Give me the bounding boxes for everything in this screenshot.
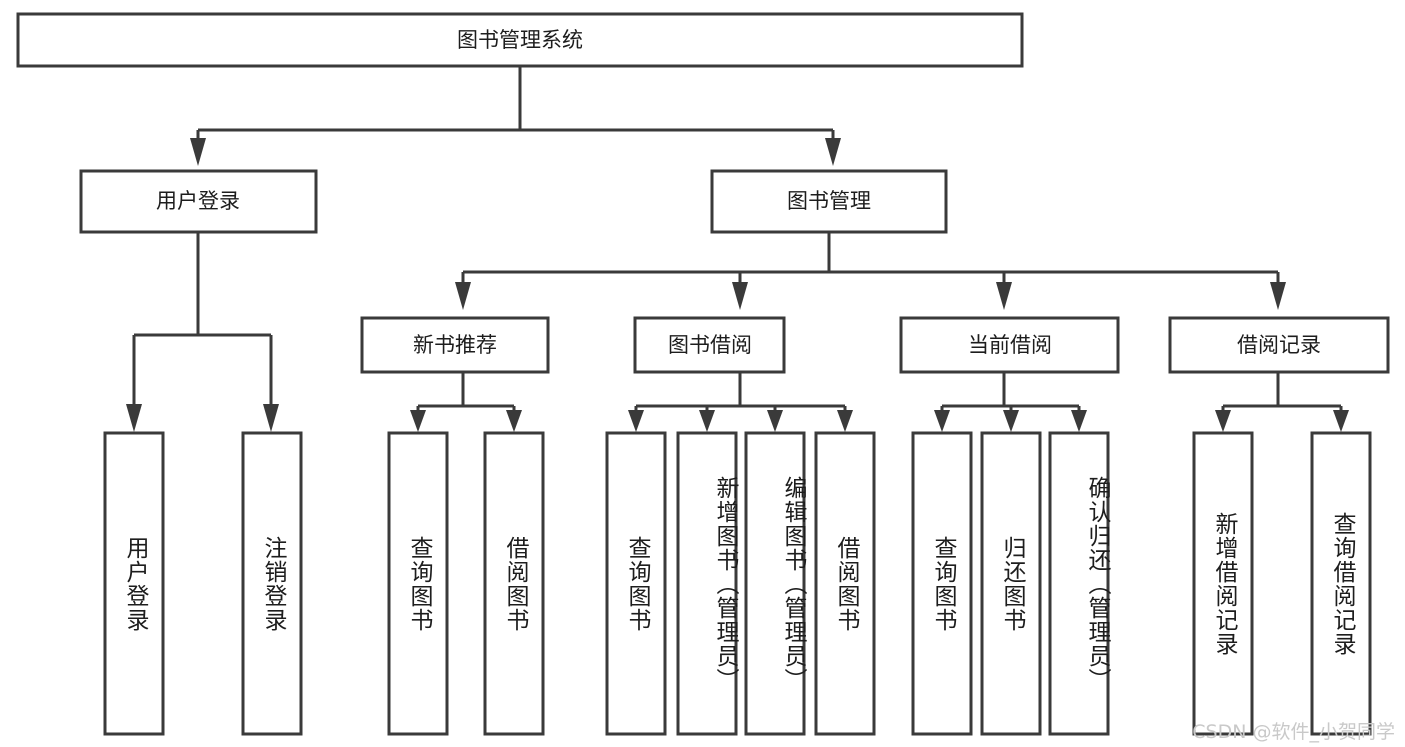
arrow-head-new-book-recommend	[455, 282, 471, 310]
connector-group-book-manage-to-level3	[455, 232, 1286, 310]
node-leaf-edit-book-box[interactable]	[744, 431, 806, 736]
node-leaf-query-book-3-box[interactable]	[911, 431, 973, 736]
node-book-borrow-box[interactable]	[633, 316, 786, 374]
node-root-label: 图书管理系统	[457, 28, 583, 52]
connector-group-user-login-to-leaves	[126, 232, 279, 432]
connector-group-current-borrow-to-leaves	[934, 372, 1087, 432]
arrow-head-leaf-user-login	[126, 404, 142, 432]
node-borrow-record-box[interactable]	[1168, 316, 1390, 374]
arrow-head-leaf-query-book-3	[934, 410, 950, 432]
node-book-borrow-label: 图书借阅	[668, 333, 752, 357]
node-leaf-query-book-1-box[interactable]	[387, 431, 449, 736]
connector-group-borrow-record-to-leaves	[1215, 372, 1349, 432]
node-leaf-add-book-box[interactable]	[676, 431, 738, 736]
arrow-head-leaf-edit-book	[767, 410, 783, 432]
leaf-boxes-group	[103, 431, 1372, 736]
node-leaf-confirm-return-box[interactable]	[1048, 431, 1110, 736]
arrow-head-leaf-add-book	[699, 410, 715, 432]
node-borrow-record-label: 借阅记录	[1237, 333, 1321, 357]
node-root-box[interactable]	[16, 12, 1024, 68]
node-leaf-borrow-book-1-box[interactable]	[483, 431, 545, 736]
node-user-login[interactable]: 用户登录	[79, 169, 318, 234]
connector-group-root-to-level2	[190, 66, 841, 166]
node-current-borrow[interactable]: 当前借阅	[899, 316, 1120, 374]
csdn-watermark: CSDN @软件_小贺同学	[1192, 721, 1395, 743]
arrow-head-borrow-record	[1270, 282, 1286, 310]
arrow-head-current-borrow	[996, 282, 1012, 310]
arrow-head-leaf-add-record	[1215, 410, 1231, 432]
node-leaf-query-book-2-box[interactable]	[605, 431, 667, 736]
arrow-head-book-borrow	[732, 282, 748, 310]
node-root[interactable]: 图书管理系统	[16, 12, 1024, 68]
arrow-head-leaf-logout-login	[263, 404, 279, 432]
arrow-head-leaf-borrow-book-1	[506, 410, 522, 432]
arrow-head-leaf-query-book-1	[410, 410, 426, 432]
node-new-book-recommend-box[interactable]	[360, 316, 550, 374]
node-leaf-query-record-box[interactable]	[1310, 431, 1372, 736]
arrow-head-leaf-return-book	[1003, 410, 1019, 432]
node-book-manage-box[interactable]	[710, 169, 948, 234]
node-current-borrow-box[interactable]	[899, 316, 1120, 374]
arrow-head-user-login	[190, 138, 206, 166]
node-leaf-user-login-box[interactable]	[103, 431, 165, 736]
node-book-borrow[interactable]: 图书借阅	[633, 316, 786, 374]
arrow-head-leaf-query-book-2	[628, 410, 644, 432]
node-user-login-box[interactable]	[79, 169, 318, 234]
node-leaf-return-book-box[interactable]	[980, 431, 1042, 736]
node-leaf-borrow-book-2-box[interactable]	[814, 431, 876, 736]
arrow-head-leaf-confirm-return	[1071, 410, 1087, 432]
node-current-borrow-label: 当前借阅	[968, 333, 1052, 357]
connector-group-new-book-recommend-to-leaves	[410, 372, 522, 432]
arrow-head-book-manage	[825, 138, 841, 166]
node-leaf-logout-login-box[interactable]	[241, 431, 303, 736]
node-new-book-recommend-label: 新书推荐	[413, 333, 497, 357]
node-leaf-add-record-box[interactable]	[1192, 431, 1254, 736]
connector-group-book-borrow-to-leaves	[628, 372, 853, 432]
node-user-login-label: 用户登录	[156, 189, 240, 213]
node-book-manage-label: 图书管理	[787, 189, 871, 213]
node-book-manage[interactable]: 图书管理	[710, 169, 948, 234]
node-new-book-recommend[interactable]: 新书推荐	[360, 316, 550, 374]
arrow-head-leaf-borrow-book-2	[837, 410, 853, 432]
arrow-head-leaf-query-record	[1333, 410, 1349, 432]
node-borrow-record[interactable]: 借阅记录	[1168, 316, 1390, 374]
